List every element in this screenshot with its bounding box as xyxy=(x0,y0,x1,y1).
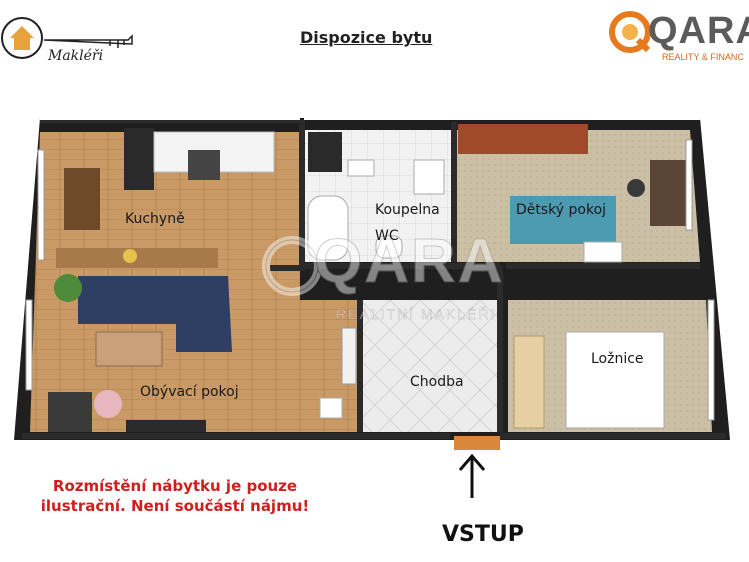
watermark-brand: QARA xyxy=(314,227,505,297)
kids-cabinet xyxy=(583,241,623,263)
bathroom-cabinet xyxy=(308,132,342,172)
room-label-kids-room: Dětský pokoj xyxy=(516,202,607,218)
desk-chair xyxy=(627,179,645,197)
bed xyxy=(565,331,665,429)
entry-door xyxy=(454,436,500,450)
plant xyxy=(54,274,82,302)
room-label-kitchen: Kuchyně xyxy=(125,211,185,227)
qara-logo: QARA REALITY & FINANC xyxy=(608,6,749,64)
sink xyxy=(347,159,375,177)
room-label-wc: WC xyxy=(375,228,399,244)
side-table xyxy=(319,397,343,419)
qara-watermark: QARA REALITNÍ MAKLÉŘI xyxy=(262,222,522,332)
bedroom-dresser xyxy=(513,335,545,429)
stove xyxy=(188,150,220,180)
furniture-notice: Rozmístění nábytku je pouze ilustrační. … xyxy=(20,476,330,516)
fridge xyxy=(124,128,154,190)
entry-arrow-icon xyxy=(458,453,486,498)
room-label-living-room: Obývací pokoj xyxy=(140,384,239,400)
makleri-logo: Makléři xyxy=(0,4,140,68)
tv-stand xyxy=(126,420,206,432)
floor-plan xyxy=(14,116,730,450)
desk xyxy=(650,160,686,226)
page-title: Dispozice bytu xyxy=(300,28,433,47)
qara-logo-subtitle: REALITY & FINANC xyxy=(662,52,744,62)
wardrobe xyxy=(458,124,588,154)
furniture-notice-line2: ilustrační. Není součástí nájmu! xyxy=(40,497,310,515)
bathtub xyxy=(307,195,349,261)
kitchen-bar xyxy=(56,248,218,268)
toilet xyxy=(375,235,403,259)
rug xyxy=(94,390,122,418)
room-label-bedroom: Ložnice xyxy=(591,351,644,367)
play-rug xyxy=(510,196,616,244)
coffee-table xyxy=(95,331,163,367)
dining-table xyxy=(64,168,100,230)
armchair xyxy=(48,392,92,432)
room-label-bathroom: Koupelna xyxy=(375,202,440,218)
washing-machine xyxy=(413,159,445,195)
shoe-cabinet xyxy=(341,327,357,385)
room-label-hallway: Chodba xyxy=(410,374,464,390)
furniture-notice-line1: Rozmístění nábytku je pouze xyxy=(52,477,298,495)
sofa xyxy=(78,276,232,352)
watermark-subtitle: REALITNÍ MAKLÉŘI xyxy=(336,306,497,322)
fruit-bowl xyxy=(123,249,137,263)
windows xyxy=(25,139,715,421)
qara-logo-brand: QARA xyxy=(648,10,749,52)
entry-label: VSTUP xyxy=(442,522,524,547)
wall-tops xyxy=(40,116,700,120)
makleri-logo-text: Makléři xyxy=(47,48,103,64)
hallway-floor xyxy=(362,300,500,432)
